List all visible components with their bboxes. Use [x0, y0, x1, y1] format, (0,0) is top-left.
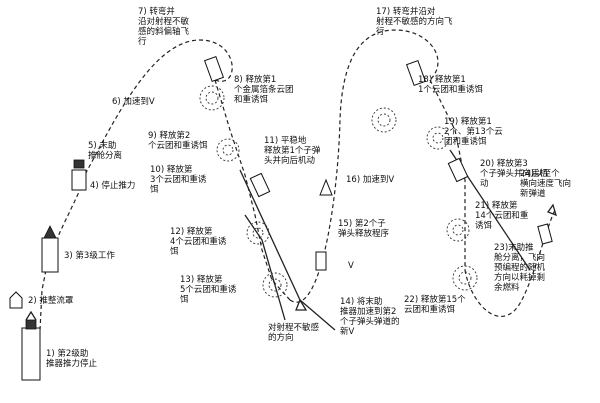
cloud-icon-step-18	[371, 107, 397, 133]
label-step-22: 22) 释放第15个云团和重诱饵	[404, 294, 466, 315]
cloud-icon-step-12	[246, 221, 270, 245]
cloud-icon-step-21	[446, 218, 470, 242]
label-step-24: 24)以至个横向速度飞向新弹道	[520, 169, 571, 199]
label-step-4: 4) 停止推力	[90, 180, 135, 191]
stage-2-booster-icon	[21, 310, 41, 381]
bus-icon-step-16	[319, 178, 333, 196]
label-step-17: 17) 转弯并沿对射程不敏感的方向飞行	[376, 6, 453, 37]
warhead-2-icon	[315, 251, 327, 271]
cloud-icon-step-19	[426, 126, 450, 150]
pbv-separation-icon	[71, 159, 87, 191]
bus-icon-step-17	[405, 59, 427, 87]
label-step-7: 7) 转弯并沿对射程不敏感的斜偏轴飞行	[138, 6, 190, 47]
first-bus-descent-path	[214, 79, 291, 301]
label-step-16: 16) 加速到V	[346, 174, 394, 185]
cloud-icon-step-22	[452, 265, 478, 291]
second-bus-descent-path	[429, 79, 466, 270]
cloud-icon-step-8	[199, 85, 225, 111]
label-step-15: 15) 第2个子弹头释放程序	[338, 218, 390, 239]
label-step-1: 1) 第2级助推器推力停止	[46, 348, 98, 369]
first-loop-path	[81, 39, 233, 181]
cloud-icon-step-9	[216, 138, 240, 162]
cloud-icon-step-13	[262, 272, 288, 298]
label-step-11: 11) 平稳地释放第1个子弹头并向后机动	[264, 135, 321, 166]
label-step-3: 3) 第3级工作	[64, 250, 115, 261]
label-step-6: 6) 加速到V	[112, 96, 155, 107]
sensitive-direction-line	[244, 214, 286, 321]
bus-icon-step-7	[203, 55, 225, 83]
stage-3-icon	[41, 225, 59, 273]
fairing-icon	[9, 291, 23, 309]
warhead-3-icon	[447, 157, 469, 183]
label-velocity: V	[348, 261, 354, 271]
label-step-23: 23)末助推舱分离，飞向预编程的随机方向以耗掉剩余燃料	[494, 242, 546, 293]
warhead-1-icon	[249, 172, 271, 198]
pbv-final-icon	[537, 223, 553, 245]
label-step-2: 2) 推整流罩	[28, 295, 74, 306]
final-maneuver-path	[464, 209, 556, 317]
label-step-5: 5) 末助推舱分离	[88, 140, 122, 161]
label-sensitive-direction: 对射程不敏感的方向	[268, 322, 320, 343]
